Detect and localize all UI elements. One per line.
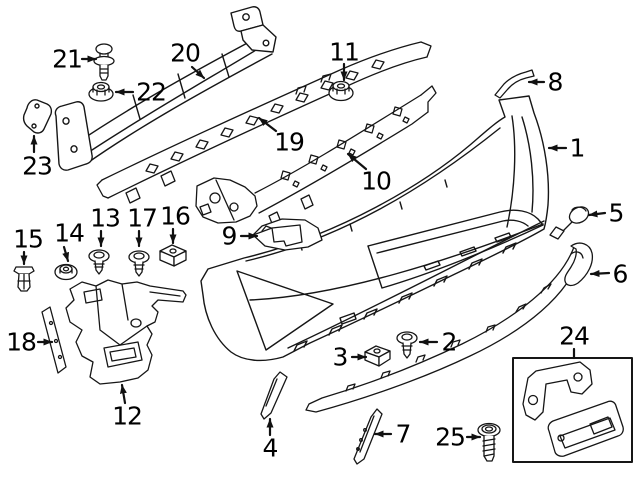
part-20-impact-bar-drawing: [54, 6, 277, 171]
callout-4: 4: [262, 433, 279, 463]
callout-14: 14: [54, 218, 85, 248]
part-6-lower-trim-drawing: [305, 242, 594, 413]
part-19-energy-absorber-drawing: [96, 41, 432, 204]
callout-10: 10: [361, 166, 392, 196]
part-2-screw-drawing: [396, 331, 418, 359]
callout-20: 20: [170, 38, 201, 68]
leader-lines: [20, 55, 611, 441]
part-15-expansion-rivet-drawing: [13, 266, 35, 292]
part-21-rivet-drawing: [93, 43, 115, 81]
part-12-side-bracket-drawing: [65, 279, 187, 385]
part-9-guide-bracket-drawing: [252, 218, 323, 251]
callout-5: 5: [608, 198, 625, 228]
part-10-mounting-rail-drawing: [195, 85, 437, 227]
callout-13: 13: [90, 203, 121, 233]
callout-1: 1: [569, 133, 586, 163]
part-11-flange-nut-drawing: [328, 80, 354, 102]
part-13-screw-drawing: [88, 249, 110, 275]
leader-6: [589, 270, 611, 278]
part-3-clip-nut-drawing: [364, 345, 391, 367]
leader-19: [257, 116, 278, 133]
callout-9: 9: [221, 221, 238, 251]
part-8-retainer-clip-drawing: [494, 69, 535, 99]
leader-12: [119, 383, 127, 405]
part-24-kit-box-drawing: [512, 357, 633, 463]
callout-25: 25: [435, 422, 466, 452]
callout-12: 12: [112, 401, 143, 431]
callout-22: 22: [136, 77, 167, 107]
part-25-screw-drawing: [477, 422, 501, 462]
callout-8: 8: [547, 67, 564, 97]
callout-21: 21: [52, 44, 83, 74]
part-5-tow-hook-cover-drawing: [549, 206, 590, 240]
callout-15: 15: [13, 224, 44, 254]
leader-10: [346, 152, 368, 171]
callout-16: 16: [160, 201, 191, 231]
part-23-spacer-plate-drawing: [22, 99, 53, 134]
callout-17: 17: [127, 203, 158, 233]
part-22-flange-nut-drawing: [88, 81, 114, 102]
part-7-trim-strip-drawing: [353, 408, 383, 465]
callout-2: 2: [441, 327, 458, 357]
leader-14: [62, 245, 70, 263]
callout-18: 18: [6, 327, 37, 357]
callout-6: 6: [612, 259, 629, 289]
part-16-clip-nut-drawing: [159, 244, 187, 267]
part-18-side-strip-drawing: [41, 306, 67, 374]
part-14-grommet-nut-drawing: [54, 263, 78, 281]
part-1-bumper-cover-drawing: [200, 95, 550, 362]
callout-3: 3: [332, 342, 349, 372]
callout-23: 23: [22, 151, 53, 181]
callout-24: 24: [559, 321, 590, 351]
callout-11: 11: [329, 37, 360, 67]
part-17-screw-drawing: [128, 250, 150, 277]
part-4-trim-strip-drawing: [260, 371, 288, 420]
leader-20: [190, 65, 206, 80]
callout-7: 7: [395, 419, 412, 449]
leader-5: [587, 210, 607, 218]
callout-19: 19: [274, 127, 305, 157]
